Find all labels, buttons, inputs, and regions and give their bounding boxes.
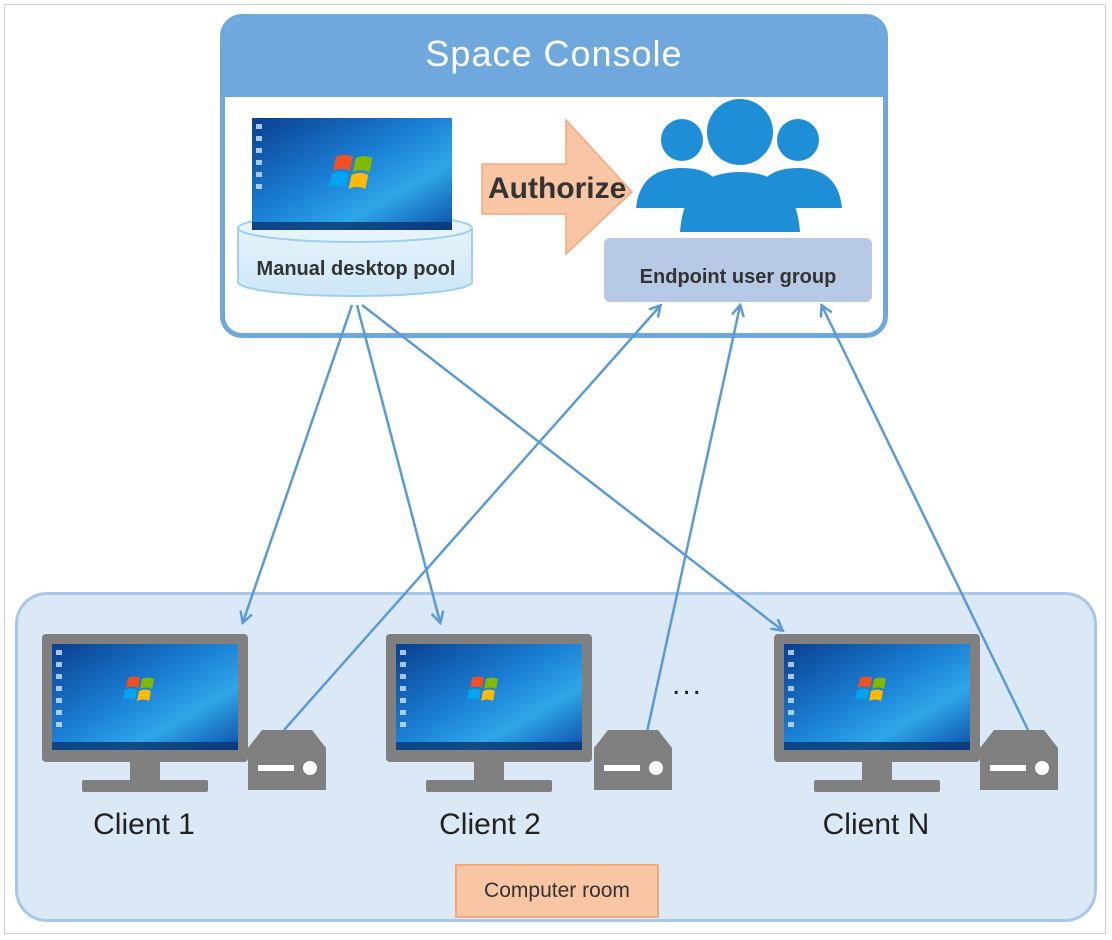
client-2-monitor-icon <box>386 634 592 792</box>
manual-desktop-pool-label: Manual desktop pool <box>256 258 456 280</box>
endpoint-user-group-label: Endpoint user group <box>639 266 837 288</box>
manual-desktop-pool-icon <box>237 118 473 297</box>
authorize-label: Authorize <box>488 172 627 205</box>
client-n-thin-client-icon <box>980 730 1058 790</box>
client-1-thin-client-icon <box>248 730 326 790</box>
client-1-monitor-icon <box>42 634 248 792</box>
connector-devicen-group <box>822 306 1030 731</box>
more-clients-ellipsis: ... <box>672 668 704 701</box>
space-console-header: Space Console <box>225 19 883 97</box>
client-n-label: Client N <box>822 808 930 841</box>
client-1-label: Client 1 <box>93 808 195 841</box>
diagram-frame <box>4 4 1106 934</box>
client-n-monitor-icon <box>774 634 980 792</box>
client-2-label: Client 2 <box>439 808 541 841</box>
connectors <box>243 304 1030 733</box>
endpoint-user-group-box <box>604 238 872 302</box>
computer-room-label-text: Computer room <box>484 879 630 902</box>
authorize-arrow <box>481 118 634 256</box>
client-2-thin-client-icon <box>594 730 672 790</box>
space-console-title: Space Console <box>425 33 683 74</box>
users-group-icon <box>636 99 842 232</box>
computer-room-label: Computer room <box>455 864 659 918</box>
connector-pool-clientn <box>361 304 782 630</box>
connector-device1-group <box>283 306 660 731</box>
connector-pool-client1 <box>243 304 354 622</box>
connector-pool-client2 <box>355 304 440 622</box>
connector-device2-group <box>645 306 740 733</box>
